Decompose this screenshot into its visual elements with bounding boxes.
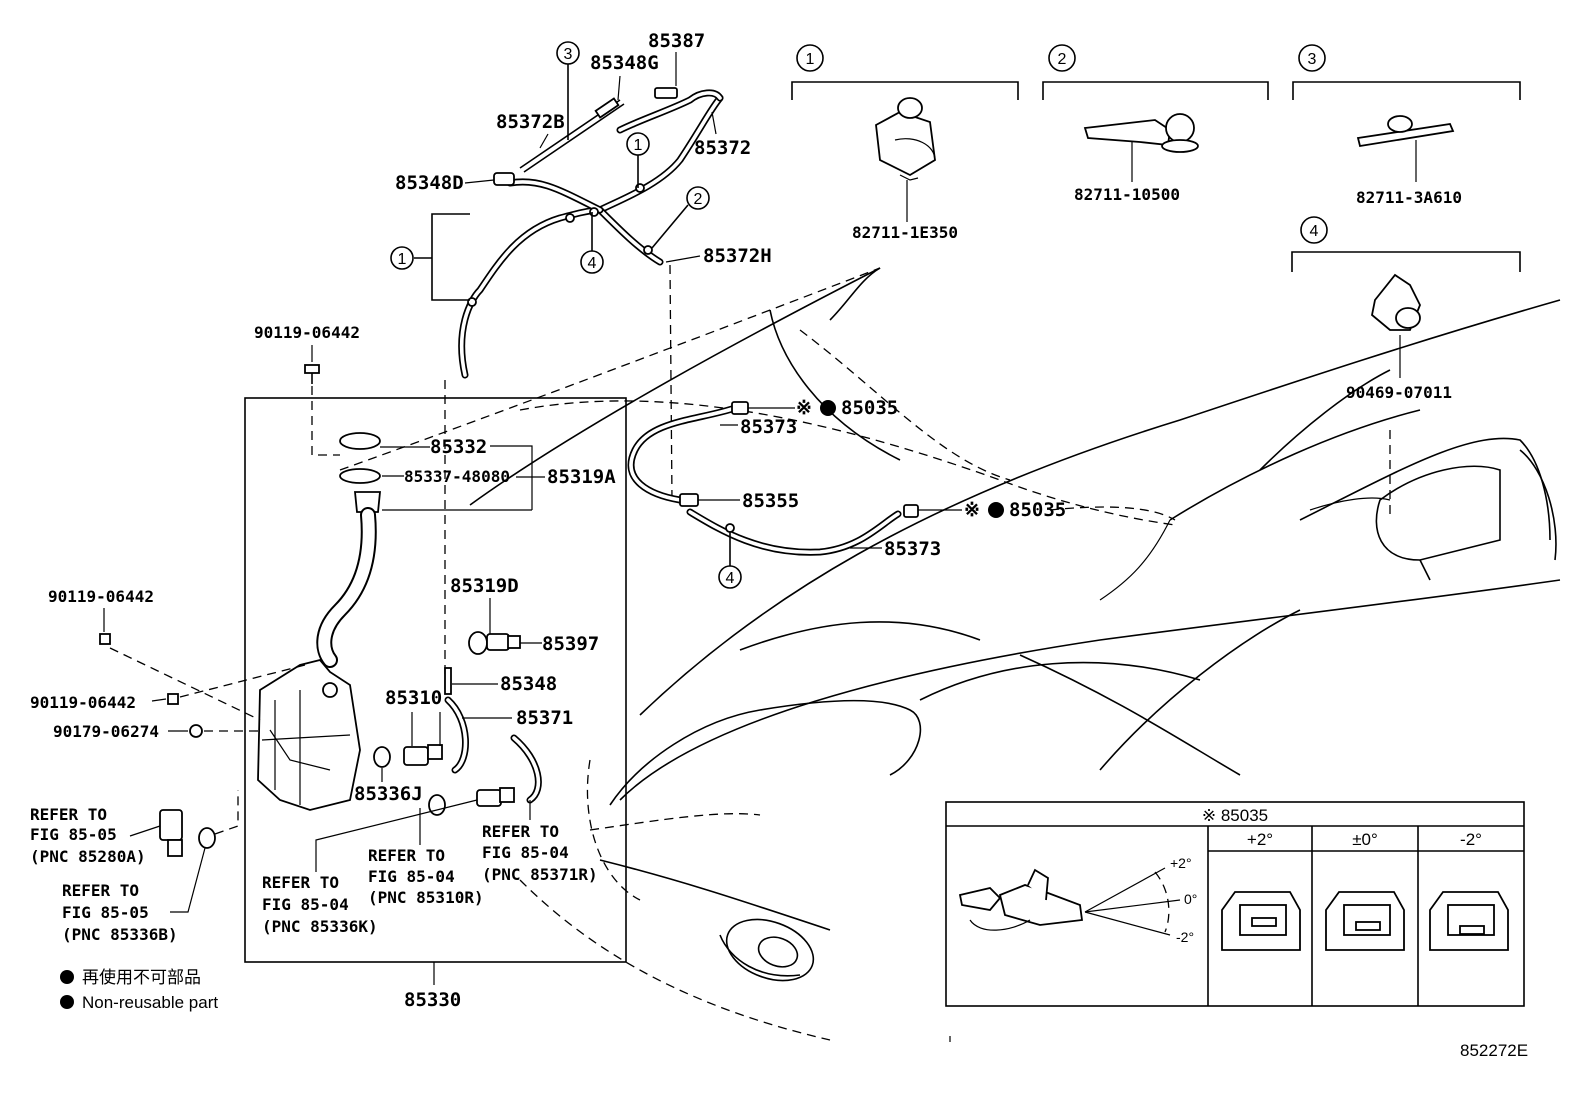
label-90179: 90179-06274 [53,722,159,741]
panel-3-number: 3 [1308,51,1317,68]
callout-3-label: 3 [564,46,573,63]
refer-85371R-line2: FIG 85-04 [482,843,569,862]
figure-code: 852272E [1460,1041,1528,1060]
non-reusable-bullet-icon [60,970,74,984]
label-90119-left2: 90119-06442 [30,693,136,712]
angle-mark-zero: 0° [1184,891,1197,907]
refer-85310R: REFER TO FIG 85-04 (PNC 85310R) [368,808,484,907]
callout-1-label: 1 [634,137,643,154]
callout-2-label: 2 [694,191,703,208]
label-82711-10500: 82711-10500 [1074,185,1180,204]
washer-tank [257,658,361,811]
refer-85336K: REFER TO FIG 85-04 (PNC 85336K) [262,799,478,936]
panel-1-number: 1 [806,51,815,68]
nozzle-front-minus2 [1429,891,1509,951]
vehicle-outline [339,267,1561,1041]
legend-en: Non-reusable part [82,993,218,1012]
label-82711-1E350: 82711-1E350 [852,223,958,242]
legend-jp: 再使用不可部品 [82,967,201,987]
callout-4-label-b: 4 [726,570,735,587]
angle-mark-plus2: +2° [1170,855,1192,871]
label-85372H: 85372H [703,245,772,267]
label-85337: 85337-48080 [404,467,510,486]
screw-top-icon [304,364,320,384]
note-mark-a: ※ [796,397,812,419]
label-85373-a: 85373 [740,416,797,438]
label-85348G: 85348G [590,52,659,74]
label-85310: 85310 [385,687,442,709]
label-85319A: 85319A [547,466,616,488]
label-90469-07011: 90469-07011 [1346,383,1452,402]
refer-85336B-line3: (PNC 85336B) [62,925,178,944]
clip-panel-4: 4 90469-07011 [1291,216,1521,402]
nozzle-front-zero [1325,891,1405,951]
refer-85280A-line2: FIG 85-05 [30,825,117,844]
label-85355: 85355 [742,490,799,512]
label-85387: 85387 [648,30,705,52]
label-85372: 85372 [694,137,751,159]
label-85332: 85332 [430,436,487,458]
refer-85280A: REFER TO FIG 85-05 (PNC 85280A) [30,805,161,866]
label-85348D: 85348D [395,172,464,194]
label-90119-left1: 90119-06442 [48,587,154,606]
label-90119-top: 90119-06442 [254,323,360,342]
bracket-hose-1 [431,213,470,301]
clip-panel-3: 3 82711-3A610 [1292,44,1521,207]
label-85348: 85348 [500,673,557,695]
refer-85336K-line1: REFER TO [262,873,339,892]
callout-4-label: 4 [588,255,597,272]
refer-85336K-line2: FIG 85-04 [262,895,349,914]
refer-85336B-line2: FIG 85-05 [62,903,149,922]
hose-assembly-top [458,87,724,379]
label-82711-3A610: 82711-3A610 [1356,188,1462,207]
refer-85336B: REFER TO FIG 85-05 (PNC 85336B) [62,847,206,944]
refer-85310R-line1: REFER TO [368,846,445,865]
non-reusable-dot-a [820,400,836,416]
refer-85310R-line2: FIG 85-04 [368,867,455,886]
pump-parts [99,631,542,857]
hose-assembly-right [627,401,919,556]
refer-85371R: REFER TO FIG 85-04 (PNC 85371R) [482,800,598,884]
nozzle-angle-table: ※ 85035 +2° ±0° -2° +2° 0° -2° [945,801,1525,1007]
panel-2-number: 2 [1058,51,1067,68]
refer-85371R-line1: REFER TO [482,822,559,841]
angle-table-title: ※ 85035 [1202,806,1268,825]
label-85336J: 85336J [354,783,423,805]
label-85319D: 85319D [450,575,519,597]
clip-panel-1: 1 82711-1E350 [791,44,1019,242]
refer-85280A-line1: REFER TO [30,805,107,824]
label-85035-a: 85035 [841,397,898,419]
angle-mark-minus2: -2° [1176,929,1194,945]
refer-85371R-line3: (PNC 85371R) [482,865,598,884]
label-85371: 85371 [516,707,573,729]
clip-panel-2: 2 82711-10500 [1042,44,1269,204]
callouts-top: 3 1 2 1 4 [390,41,710,274]
angle-header-plus2: +2° [1247,830,1273,849]
refer-85336B-line1: REFER TO [62,881,139,900]
note-mark-b: ※ [964,499,980,521]
panel-4-number: 4 [1310,223,1319,240]
angle-header-minus2: -2° [1460,830,1482,849]
refer-85280A-line3: (PNC 85280A) [30,847,146,866]
non-reusable-dot-b [988,502,1004,518]
nozzle-front-plus2 [1221,891,1301,951]
label-85373-b: 85373 [884,538,941,560]
non-reusable-bullet-icon-2 [60,995,74,1009]
angle-header-zero: ±0° [1352,830,1378,849]
refer-85310R-line3: (PNC 85310R) [368,888,484,907]
label-85397: 85397 [542,633,599,655]
legend: 再使用不可部品 Non-reusable part [60,967,218,1012]
label-85372B: 85372B [496,111,565,133]
label-85035-b: 85035 [1009,499,1066,521]
cap-parts [316,432,381,668]
refer-85336K-line3: (PNC 85336K) [262,917,378,936]
label-85330: 85330 [404,989,461,1011]
callout-1-label-b: 1 [398,251,407,268]
